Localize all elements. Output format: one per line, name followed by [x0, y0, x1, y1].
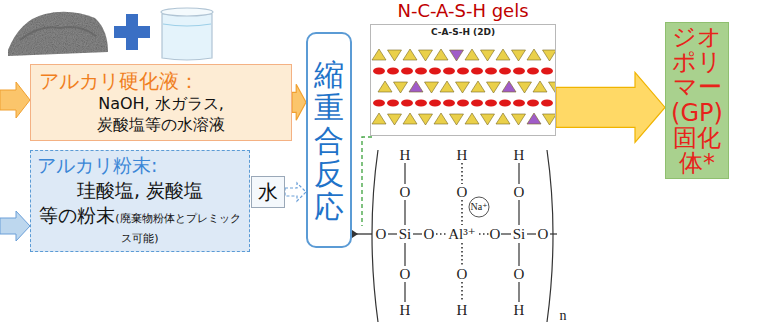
atom-label: H — [514, 148, 525, 163]
liquid-box: アルカリ硬化液：NaOH, 水ガラス, 炭酸塩等の水溶液 — [30, 64, 292, 141]
atom-label: Al³⁺ — [448, 227, 475, 242]
vertical-label: 縮重合反応 — [314, 58, 344, 223]
input-arrow — [0, 211, 30, 241]
atom-label: O — [490, 227, 501, 242]
atom-label: H — [457, 148, 468, 163]
product-label: ジオポリマー(GP)固化体* — [671, 25, 723, 176]
box-label: 水 — [258, 182, 278, 202]
atom-label: O — [514, 185, 525, 200]
plus-sign — [114, 14, 150, 50]
atom-label: H — [514, 303, 525, 318]
atom-label: H — [400, 303, 411, 318]
atom-label: O — [457, 267, 468, 282]
powder-photo — [6, 2, 110, 60]
atom-label: Si — [513, 227, 526, 242]
flow-arrow — [556, 72, 665, 142]
atom-label: Si — [399, 227, 412, 242]
gel-panel: N-C-A-S-H gelsC-A-S-H (2D) — [370, 0, 556, 136]
atom-label: O — [376, 227, 387, 242]
atom-label: O — [424, 227, 435, 242]
flow-arrow — [285, 183, 306, 201]
structure-bonds — [372, 150, 557, 322]
box-body: NaOH, 水ガラス, 炭酸塩等の水溶液 — [39, 94, 283, 136]
atom-label: H — [400, 148, 411, 163]
atom-label: O — [457, 185, 468, 200]
reaction-box: 縮重合反応 — [306, 32, 352, 248]
gel-frame: C-A-S-H (2D) — [370, 24, 556, 136]
arrow-head — [352, 230, 358, 238]
input-arrow — [0, 82, 30, 118]
water-box: 水 — [251, 176, 285, 208]
box-heading: アルカリ粉末: — [37, 154, 243, 178]
dashed-link — [362, 137, 372, 226]
panel-title: N-C-A-S-H gels — [370, 0, 556, 22]
box-heading: アルカリ硬化液： — [39, 69, 283, 94]
atom-label: H — [457, 303, 468, 318]
atom-label: O — [400, 185, 411, 200]
flow-arrow — [292, 84, 306, 120]
atom-label: Na⁺ — [471, 202, 488, 212]
panel-caption: C-A-S-H (2D) — [429, 27, 497, 38]
repeat-index: n — [560, 309, 567, 323]
product-box: ジオポリマー(GP)固化体* — [665, 22, 729, 179]
gel-structure-illustration — [371, 25, 555, 135]
atom-label: O — [514, 267, 525, 282]
powder-box: アルカリ粉末:珪酸塩, 炭酸塩 等の粉末(廃棄物粉体とプレミックス可能) — [30, 150, 250, 252]
beaker-icon — [161, 8, 213, 60]
atom-label: O — [400, 267, 411, 282]
box-note: (廃棄物粉体とプレミックス可能) — [115, 212, 240, 246]
atom-label: O — [538, 227, 549, 242]
box-body-group: 珪酸塩, 炭酸塩 等の粉末(廃棄物粉体とプレミックス可能) — [37, 178, 243, 248]
